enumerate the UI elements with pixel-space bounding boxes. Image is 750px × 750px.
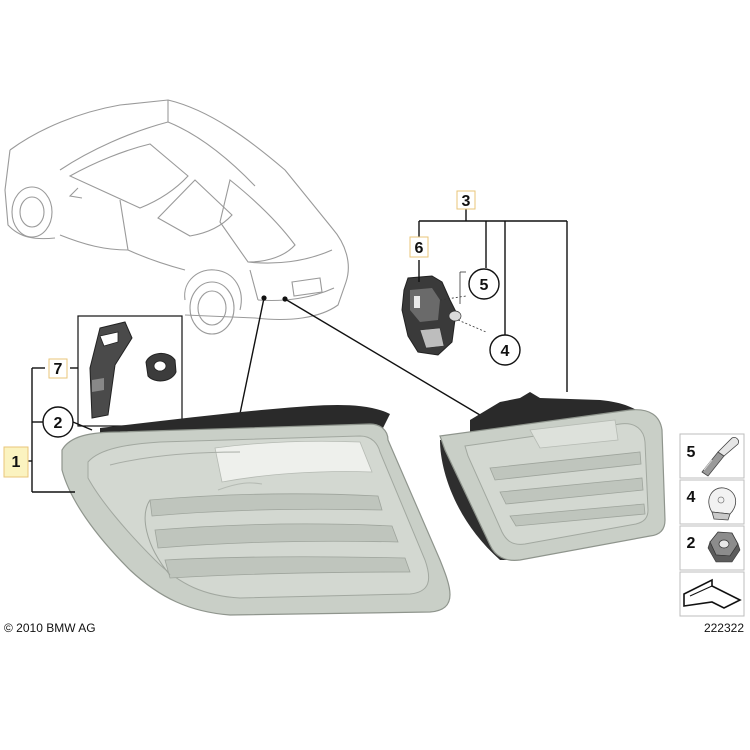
bulb-glass-wedge-icon xyxy=(708,487,737,521)
callout-7: 7 xyxy=(54,361,63,378)
fastener-gasket-icon xyxy=(683,578,742,609)
legend-num-2: 2 xyxy=(687,535,696,552)
callout-1-box xyxy=(3,446,29,478)
inner-tail-lamp xyxy=(439,392,666,561)
callout-5: 5 xyxy=(480,277,489,294)
bulb-wedge-icon xyxy=(701,437,739,477)
hex-nut-icon xyxy=(707,531,741,563)
callout-1: 1 xyxy=(12,454,21,471)
callout-4-circle xyxy=(489,334,521,366)
bulb-holder xyxy=(401,271,487,356)
copyright-text: © 2010 BMW AG xyxy=(4,621,96,635)
legend-num-5: 5 xyxy=(687,444,696,461)
callout-6-box xyxy=(409,236,429,258)
callout-6: 6 xyxy=(415,240,424,257)
callout-4: 4 xyxy=(501,343,510,360)
callout-3: 3 xyxy=(462,193,471,210)
leader-lines xyxy=(28,208,568,493)
car-to-left-lamp-line xyxy=(236,297,265,429)
callout-5-circle xyxy=(468,268,500,300)
callout-2: 2 xyxy=(54,415,63,432)
callout-7-box xyxy=(48,358,68,379)
inset-bracket-box xyxy=(77,315,183,427)
legend-num-4: 4 xyxy=(687,489,696,506)
callout-2-circle xyxy=(42,406,74,438)
legend-panel: 5 4 2 xyxy=(679,433,745,617)
diagram-id: 222322 xyxy=(704,621,744,635)
car-to-right-lamp-line xyxy=(284,298,486,419)
car-outline xyxy=(4,99,349,335)
legend-row-fastener xyxy=(679,571,745,617)
outer-tail-lamp xyxy=(61,404,451,616)
callout-3-box xyxy=(456,190,476,210)
